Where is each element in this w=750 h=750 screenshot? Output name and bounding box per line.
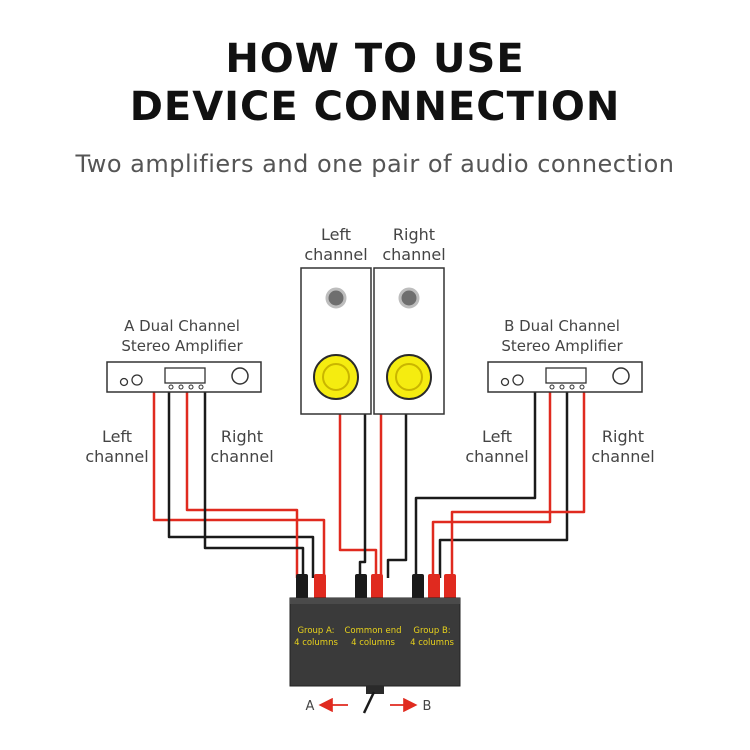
switch-group-a-label-1: Group A: bbox=[297, 626, 334, 636]
amp-b-right-label-1: Right bbox=[602, 427, 644, 446]
switch-group-b-label-2: 4 columns bbox=[410, 638, 454, 648]
title-line-2: DEVICE CONNECTION bbox=[129, 84, 621, 130]
amp-b-right-label-2: channel bbox=[591, 447, 654, 466]
switch-box bbox=[289, 597, 461, 687]
switch-group-b-label-1: Group B: bbox=[413, 626, 450, 636]
speaker-right-label-2: channel bbox=[382, 245, 445, 264]
speaker-left bbox=[300, 267, 372, 415]
speaker-right bbox=[373, 267, 445, 415]
plugs bbox=[296, 574, 456, 600]
wire-speaker-left-red bbox=[338, 414, 378, 578]
switch-common-label-1: Common end bbox=[345, 626, 402, 636]
amp-b-left-label-2: channel bbox=[465, 447, 528, 466]
amp-a-right-label-1: Right bbox=[221, 427, 263, 446]
speaker-right-label-1: Right bbox=[393, 225, 435, 244]
amp-b-label-2: Stereo Amplifier bbox=[501, 337, 623, 355]
wire-b-red-inner bbox=[431, 392, 552, 578]
wire-a-red-outer bbox=[152, 392, 326, 578]
selector-knob[interactable] bbox=[366, 686, 384, 694]
title-line-1: HOW TO USE bbox=[225, 36, 525, 82]
amp-a-right-label-2: channel bbox=[210, 447, 273, 466]
switch-common-label-2: 4 columns bbox=[351, 638, 395, 648]
amp-a-left-label-1: Left bbox=[102, 427, 132, 446]
amp-a-label-1: A Dual Channel bbox=[124, 317, 240, 335]
amplifier-b bbox=[487, 361, 643, 393]
wire-b-red-outer bbox=[450, 392, 586, 578]
wire-a-black-outer bbox=[167, 392, 315, 578]
amp-a-left-label-2: channel bbox=[85, 447, 148, 466]
amp-a-label-2: Stereo Amplifier bbox=[121, 337, 243, 355]
amp-b-left-label-1: Left bbox=[482, 427, 512, 446]
switch-group-a-label-2: 4 columns bbox=[294, 638, 338, 648]
selector-lever-icon bbox=[362, 691, 376, 714]
speaker-left-label-2: channel bbox=[304, 245, 367, 264]
wires bbox=[152, 392, 586, 578]
subtitle: Two amplifiers and one pair of audio con… bbox=[75, 150, 675, 178]
wire-speaker-right-black bbox=[386, 414, 408, 578]
arrow-a-label: A bbox=[306, 699, 315, 714]
wire-b-black-inner bbox=[414, 392, 537, 578]
speaker-left-label-1: Left bbox=[321, 225, 351, 244]
wire-a-black-inner bbox=[203, 392, 305, 578]
amp-b-label-1: B Dual Channel bbox=[504, 317, 620, 335]
arrow-b-label: B bbox=[423, 699, 432, 714]
wire-speaker-left-black bbox=[358, 414, 367, 578]
wire-a-red-inner bbox=[185, 392, 299, 578]
wire-b-black-outer bbox=[438, 392, 569, 578]
amplifier-a bbox=[106, 361, 262, 393]
